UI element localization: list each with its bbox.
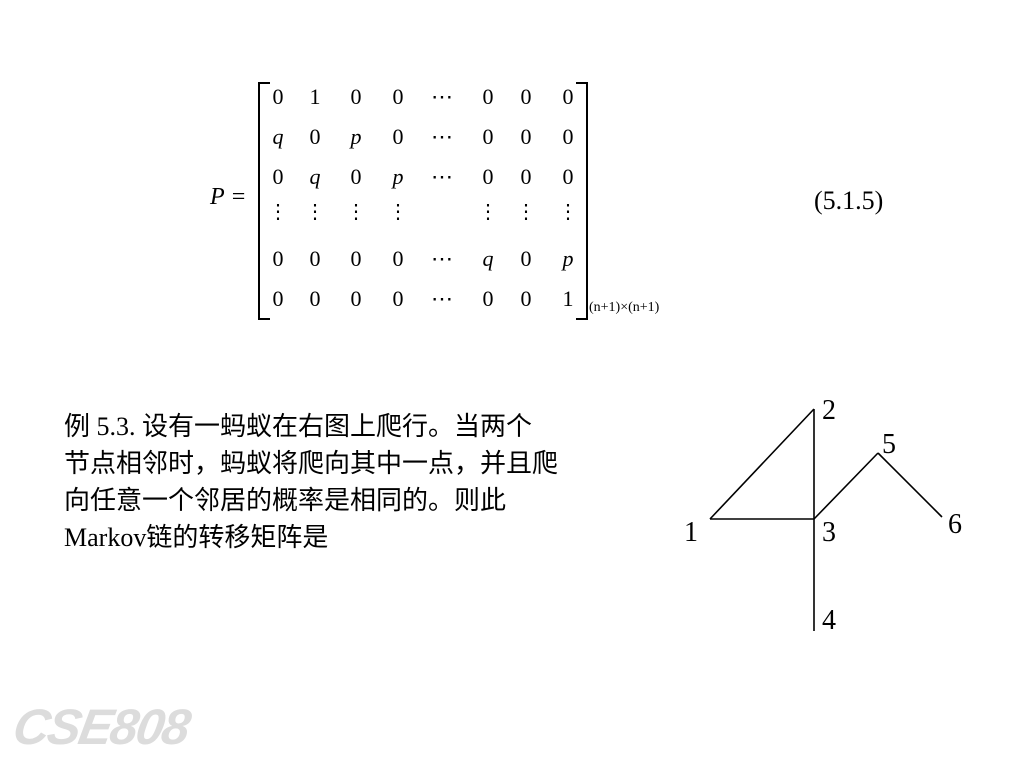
matrix-cell: ⋯	[431, 246, 453, 271]
matrix-cell: 0	[350, 84, 362, 109]
example-line: 节点相邻时，蚂蚁将爬向其中一点，并且爬	[64, 449, 559, 478]
matrix-cell: 0	[272, 246, 284, 271]
matrix-cell: 0	[272, 164, 284, 189]
matrix-cell: 0	[562, 84, 574, 109]
watermark-logo: CSE808	[9, 699, 194, 755]
matrix-cell: q	[482, 246, 494, 271]
matrix-cell: 0	[520, 246, 532, 271]
matrix-cell: 0	[392, 124, 404, 149]
matrix-dimension-subscript: (n+1)×(n+1)	[589, 300, 660, 315]
matrix-cell: 0	[482, 286, 494, 311]
example-paragraph: 例 5.3. 设有一蚂蚁在右图上爬行。当两个 节点相邻时，蚂蚁将爬向其中一点，并…	[64, 408, 724, 556]
matrix-cell: 0	[392, 84, 404, 109]
matrix-cell: q	[272, 124, 284, 149]
matrix-cell: 0	[309, 286, 321, 311]
matrix-cell: 0	[520, 124, 532, 149]
matrix-cell: ⋮	[478, 201, 498, 223]
matrix-cell: 0	[520, 164, 532, 189]
matrix-lhs: P =	[210, 184, 247, 210]
matrix-cell: ⋮	[346, 201, 366, 223]
matrix-cell: p	[350, 124, 362, 149]
matrix-cell: q	[309, 164, 321, 189]
matrix-cell: 0	[309, 124, 321, 149]
matrix-cell: p	[392, 164, 404, 189]
matrix-cell: 0	[562, 164, 574, 189]
matrix-cell: 1	[309, 84, 321, 109]
matrix-cell: 0	[272, 286, 284, 311]
example-line: Markov链的转移矩阵是	[64, 523, 329, 552]
matrix-cell: 0	[350, 164, 362, 189]
edge-5-6	[877, 452, 943, 518]
edge-3-5	[813, 452, 879, 520]
example-line: 向任意一个邻居的概率是相同的。则此	[64, 486, 507, 515]
edge-1-2	[709, 408, 815, 520]
matrix-cell: 0	[520, 84, 532, 109]
matrix-cell: 0	[392, 286, 404, 311]
matrix-cell: 0	[482, 124, 494, 149]
node-label-5: 5	[882, 429, 896, 460]
matrix-cell: ⋯	[431, 286, 453, 311]
matrix-cell: ⋮	[558, 201, 578, 223]
node-label-1: 1	[684, 517, 698, 548]
matrix-cell: 0	[350, 246, 362, 271]
matrix-cell: ⋯	[431, 164, 453, 189]
matrix-cell: 0	[562, 124, 574, 149]
matrix-cell: 1	[562, 286, 574, 311]
node-label-3: 3	[822, 517, 836, 548]
matrix-cell: 0	[482, 164, 494, 189]
matrix-cell: ⋮	[516, 201, 536, 223]
node-label-6: 6	[948, 509, 962, 540]
matrix-right-bracket	[576, 82, 588, 320]
matrix-cell: 0	[392, 246, 404, 271]
matrix-cell: 0	[520, 286, 532, 311]
ant-graph: 1 2 3 4 5 6	[684, 395, 962, 636]
node-label-4: 4	[822, 605, 836, 636]
matrix-cell: 0	[309, 246, 321, 271]
matrix-cell: 0	[482, 84, 494, 109]
matrix-cell: 0	[350, 286, 362, 311]
matrix-cell: ⋯	[431, 124, 453, 149]
matrix-cell: p	[562, 246, 574, 271]
matrix-left-bracket	[258, 82, 270, 320]
example-line: 例 5.3. 设有一蚂蚁在右图上爬行。当两个	[64, 412, 533, 441]
matrix-cell: ⋮	[305, 201, 325, 223]
equation-number: (5.1.5)	[814, 186, 884, 215]
matrix-cell: 0	[272, 84, 284, 109]
node-label-2: 2	[822, 395, 836, 426]
matrix-cell: ⋮	[268, 201, 288, 223]
matrix-cell: ⋮	[388, 201, 408, 223]
matrix-cell: ⋯	[431, 84, 453, 109]
